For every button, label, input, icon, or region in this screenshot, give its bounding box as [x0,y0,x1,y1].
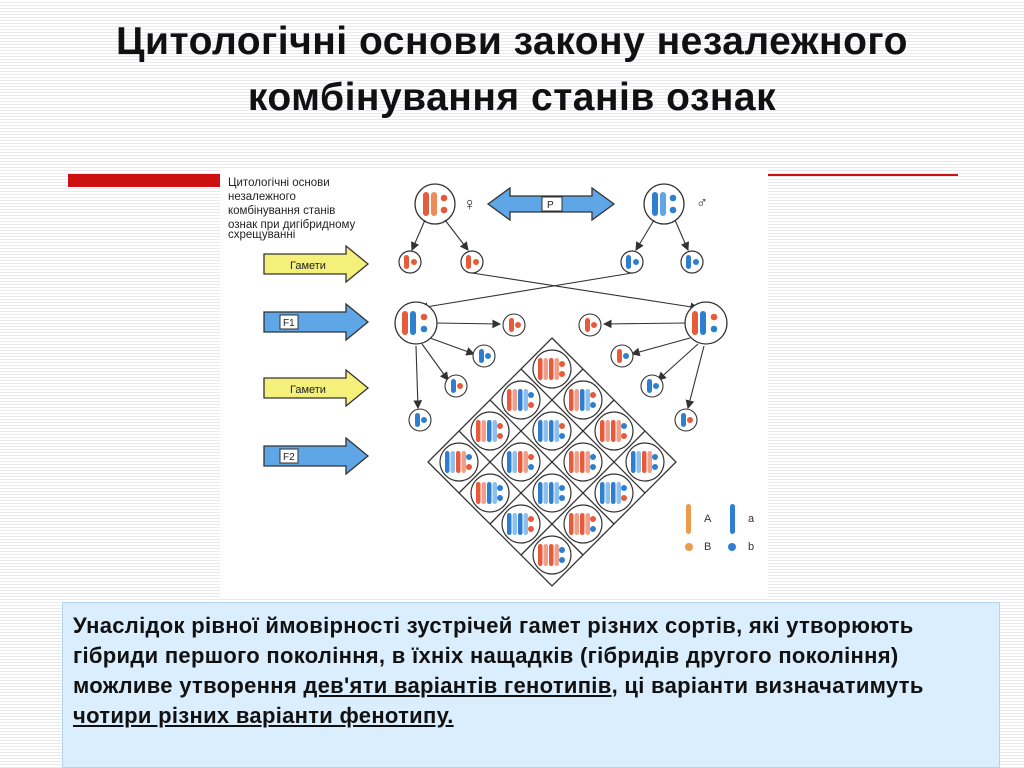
zygote-cell [532,411,572,451]
zygote-cell [501,504,541,544]
dihybrid-cross-diagram: Цитологічні основи незалежного комбінува… [220,168,768,598]
f2-label: F2 [283,452,295,463]
parent-cell-male [643,183,685,225]
zygote-cell [563,442,603,482]
zygote-cell [470,411,510,451]
diagram-caption: Цитологічні основи незалежного комбінува… [228,177,356,241]
zygote-cell [532,473,572,513]
caption-text: Унаслідок рівної ймовірності зустрічей г… [73,613,914,698]
gamete-chromosomes [404,255,699,269]
diagram-caption-line: комбінування станів [228,205,335,217]
zygote-cell [532,349,572,389]
f1-cell-left [394,301,438,345]
gametes-label: Гамети [290,384,326,396]
zygote-cell [470,473,510,513]
parents-label: P [547,200,554,211]
zygote-cell [439,442,479,482]
zygote-cell [594,411,634,451]
gametes-arrow-1: Гамети [263,244,370,284]
caption-phenotypes: чотири різних варіанти фенотипу. [73,703,454,728]
parents-arrow: P [486,186,616,222]
f2-arrow: F2 [263,436,370,476]
f1-label: F1 [283,318,295,329]
diagram-caption-line: схрещуванні [228,229,295,241]
slide-title: Цитологічні основи закону незалежного ко… [116,20,908,119]
red-accent-bar [68,174,228,187]
punnett-cells [439,349,665,575]
female-symbol: ♀ [463,194,477,214]
f1-cell-right [684,301,728,345]
zygote-cell [625,442,665,482]
caption-genotypes: дев'яти варіантів генотипів [303,673,612,698]
gametes-label: Гамети [290,260,326,272]
cross-lines [411,219,705,410]
legend-B: B [704,541,711,553]
diagram-caption-line: ознак при дигібридному [228,219,356,231]
male-symbol: ♂ [696,195,708,212]
zygote-cell [501,380,541,420]
zygote-cell [563,504,603,544]
zygote-cell [532,535,572,575]
gametes-arrow-2: Гамети [263,368,370,408]
zygote-cell [501,442,541,482]
parent-gametes [398,250,704,274]
diagram-caption-line: Цитологічні основи [228,177,330,189]
parent-cell-female [414,183,456,225]
f1-gamete-chromosomes [415,318,693,427]
allele-legend: A a B b [685,504,755,553]
f1-arrow: F1 [263,302,370,342]
diagram-caption-line: незалежного [228,191,296,203]
zygote-cell [594,473,634,513]
legend-a: a [748,513,755,525]
red-accent-line [766,174,958,176]
legend-b: b [748,541,754,553]
caption-text-2: , ці варіанти визначатимуть [611,673,924,698]
legend-A: A [704,513,712,525]
zygote-cell [563,380,603,420]
punnett-grid [427,337,677,587]
explanation-box: Унаслідок рівної ймовірності зустрічей г… [62,602,1000,768]
